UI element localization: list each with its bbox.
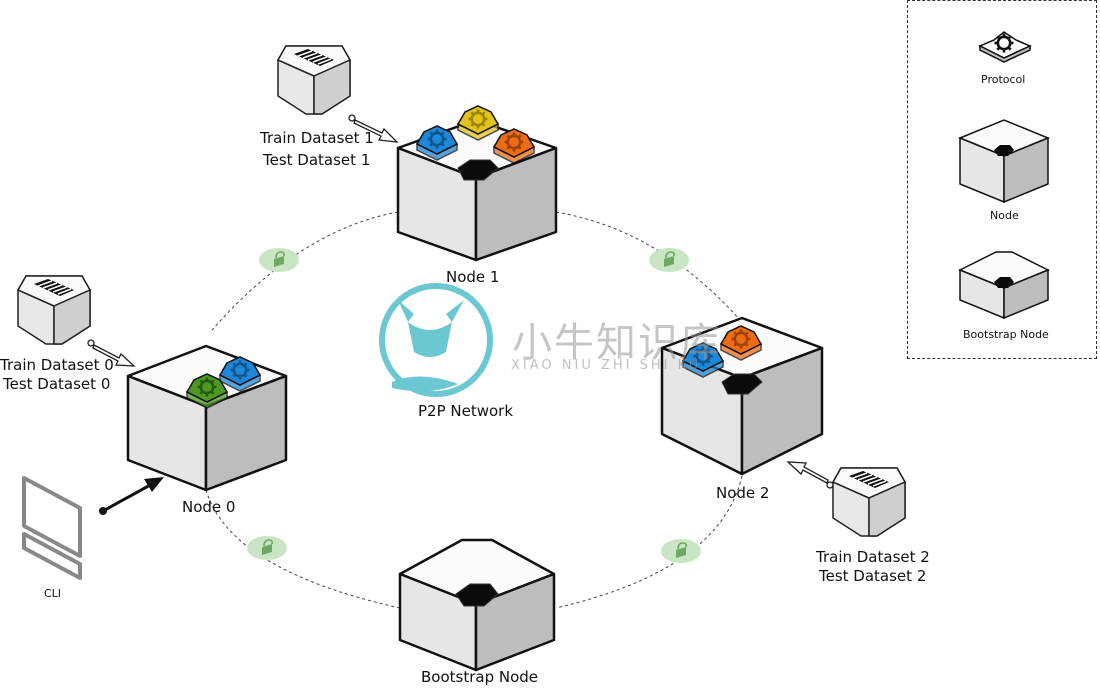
legend-bootstrap-node-icon xyxy=(958,251,1050,320)
dataset-2-test-label: Test Dataset 2 xyxy=(819,567,927,585)
watermark-logo-icon xyxy=(379,283,493,397)
dataset-2-train-label: Train Dataset 2 xyxy=(816,548,930,566)
lock-icon xyxy=(258,247,300,273)
lock-icon xyxy=(246,535,288,561)
dataset-1-train-label: Train Dataset 1 xyxy=(260,129,374,147)
dataset-arrow xyxy=(87,339,136,367)
legend-protocol-label: Protocol xyxy=(981,73,1026,86)
node-0-label: Node 0 xyxy=(182,498,236,516)
dataset-1-test-label: Test Dataset 1 xyxy=(263,151,371,169)
link-node1-node2 xyxy=(555,211,741,321)
link-node1-node0 xyxy=(211,211,399,331)
cli-terminal-icon[interactable] xyxy=(22,476,82,580)
bootstrap-node-cube[interactable] xyxy=(398,538,556,672)
legend-node-icon xyxy=(958,119,1050,204)
legend-panel xyxy=(907,0,1097,359)
network-ring xyxy=(205,211,743,609)
node-0-cube[interactable] xyxy=(126,344,288,492)
lock-icon xyxy=(648,247,690,273)
dataset-1-icon xyxy=(277,45,351,115)
node-2-label: Node 2 xyxy=(716,484,770,502)
link-node2-bootstrap xyxy=(555,475,743,609)
cli-arrow xyxy=(99,477,164,515)
dataset-0-icon xyxy=(17,275,91,345)
dataset-2-icon xyxy=(832,467,906,537)
node-2-cube[interactable] xyxy=(660,316,824,476)
dataset-0-train-label: Train Dataset 0 xyxy=(0,356,114,374)
node-1-label: Node 1 xyxy=(446,268,500,286)
node-1-cube[interactable] xyxy=(396,105,558,262)
legend-node-label: Node xyxy=(990,209,1019,222)
dataset-arrow xyxy=(786,461,834,489)
watermark-en: XIAO NIU ZHI SHI KU xyxy=(511,358,702,373)
lock-icon xyxy=(660,538,702,564)
cli-label: CLI xyxy=(44,587,62,600)
network-label: P2P Network xyxy=(418,402,514,420)
bootstrap-node-label: Bootstrap Node xyxy=(421,668,539,686)
watermark-cn: 小牛知识库 xyxy=(512,320,722,366)
dataset-0-test-label: Test Dataset 0 xyxy=(3,375,111,393)
legend-bootstrap-label: Bootstrap Node xyxy=(963,328,1049,341)
legend-protocol-icon xyxy=(978,31,1032,63)
dataset-arrow xyxy=(348,114,399,143)
